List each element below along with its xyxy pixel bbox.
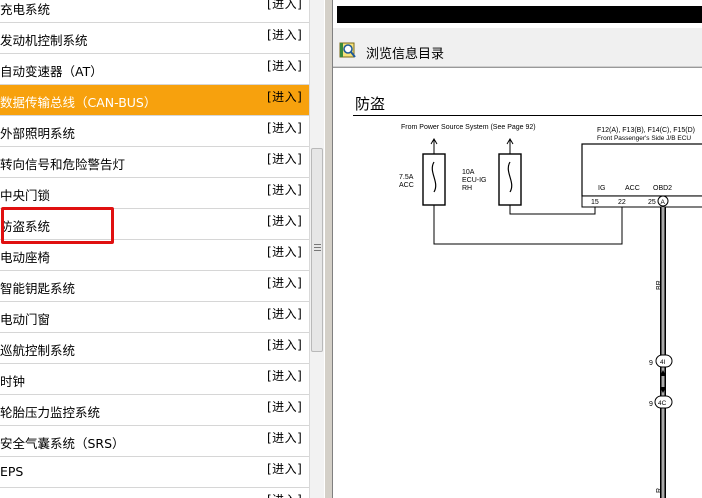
list-item-label: 外部照明系统 — [0, 126, 76, 141]
pin-obd2-label: OBD2 — [653, 185, 672, 192]
pane-splitter[interactable] — [324, 0, 333, 498]
connector-a-marker — [657, 195, 669, 207]
pin-acc-label: ACC — [625, 185, 640, 192]
enter-link[interactable]: [进入] — [267, 338, 303, 352]
connector-4i-marker — [655, 354, 673, 368]
title-divider — [353, 115, 702, 116]
list-item-label: 转向信号和危险警告灯 — [0, 157, 126, 172]
pin-ig-label: IG — [598, 185, 605, 192]
list-item-label: 中央门锁 — [0, 188, 51, 203]
scroll-grip-icon — [314, 244, 321, 253]
jb-connectors: F12(A), F13(B), F14(C), F15(D) — [597, 127, 695, 134]
list-item[interactable]: [进入] — [0, 488, 309, 498]
enter-link[interactable]: [进入] — [267, 369, 303, 383]
list-item-label: 防盗系统 — [0, 219, 51, 234]
pin-22: 22 — [618, 199, 626, 206]
list-item-label: 数据传输总线（CAN-BUS） — [0, 95, 157, 110]
pin-9-upper: 9 — [649, 360, 653, 367]
connector-a-label: A — [661, 199, 666, 206]
wire-color-r: R — [656, 488, 663, 493]
enter-link[interactable]: [进入] — [267, 214, 303, 228]
enter-link[interactable]: [进入] — [267, 121, 303, 135]
list-item[interactable]: 电动门窗 [进入] — [0, 302, 309, 333]
pin-15: 15 — [591, 199, 599, 206]
browse-catalog-button[interactable]: 浏览信息目录 — [366, 47, 445, 62]
fuse2-rating: 10A — [462, 169, 475, 176]
list-item-label: 发动机控制系统 — [0, 33, 88, 48]
list-item-label: 轮胎压力监控系统 — [0, 405, 101, 420]
jb-pin-strip — [581, 195, 702, 208]
viewer-toolbar: 浏览信息目录 — [333, 28, 702, 67]
wiring-diagram-page: 防盗 From Power Source System (See Page 92… — [333, 67, 702, 498]
jb-name: Front Passenger's Side J/B ECU — [597, 135, 691, 142]
wiring-diagram: From Power Source System (See Page 92) 7… — [399, 124, 702, 498]
wire-color-br: BR — [656, 280, 663, 290]
list-item[interactable]: 防盗系统 [进入] — [0, 209, 309, 240]
enter-link[interactable]: [进入] — [267, 0, 303, 11]
enter-link[interactable]: [进入] — [267, 183, 303, 197]
enter-link[interactable]: [进入] — [267, 276, 303, 290]
enter-link[interactable]: [进入] — [267, 90, 303, 104]
list-item-label: 电动座椅 — [0, 250, 51, 265]
connector-4c-label: 4C — [658, 400, 667, 407]
enter-link[interactable]: [进入] — [267, 462, 303, 476]
list-item[interactable]: 中央门锁 [进入] — [0, 178, 309, 209]
list-item-label: 巡航控制系统 — [0, 343, 76, 358]
list-item-label: 自动变速器（AT） — [0, 64, 103, 79]
connector-4c-marker — [654, 395, 673, 409]
list-item-label: 充电系统 — [0, 2, 51, 17]
list-item[interactable]: 电动座椅 [进入] — [0, 240, 309, 271]
list-item[interactable]: 时钟 [进入] — [0, 364, 309, 395]
list-item-label: 智能钥匙系统 — [0, 281, 76, 296]
list-item[interactable]: 转向信号和危险警告灯 [进入] — [0, 147, 309, 178]
fuse2-sub: RH — [462, 185, 472, 192]
enter-link[interactable]: [进入] — [267, 431, 303, 445]
page-title: 防盗 — [355, 95, 386, 113]
magnifier-book-icon[interactable] — [339, 41, 357, 59]
list-item[interactable]: 数据传输总线（CAN-BUS） [进入] — [0, 85, 309, 116]
pin-9-lower: 9 — [649, 401, 653, 408]
fuse-ecu-ig — [498, 138, 522, 206]
list-item[interactable]: 轮胎压力监控系统 [进入] — [0, 395, 309, 426]
list-item-label: 安全气囊系统（SRS） — [0, 436, 125, 451]
enter-link[interactable]: [进入] — [267, 491, 302, 498]
enter-link[interactable]: [进入] — [267, 400, 303, 414]
list-item[interactable]: 安全气囊系统（SRS） [进入] — [0, 426, 309, 457]
connector-arrow-up-icon — [660, 370, 666, 376]
list-item[interactable]: 巡航控制系统 [进入] — [0, 333, 309, 364]
document-viewer: 浏览信息目录 防盗 From Power Source System (See … — [333, 0, 702, 498]
fuse-acc — [422, 138, 446, 206]
enter-link[interactable]: [进入] — [267, 59, 303, 73]
source-note: From Power Source System (See Page 92) — [401, 124, 536, 131]
enter-link[interactable]: [进入] — [267, 152, 303, 166]
enter-link[interactable]: [进入] — [267, 307, 303, 321]
list-scrollbar[interactable] — [309, 0, 324, 498]
list-item-label: 时钟 — [0, 374, 26, 389]
fuse1-rating: 7.5A — [399, 174, 414, 181]
pin-25: 25 — [648, 199, 656, 206]
fuse1-name: ACC — [399, 182, 414, 189]
system-list-pane: 充电系统[进入]发动机控制系统[进入]自动变速器（AT）[进入]数据传输总线（C… — [0, 0, 309, 498]
annotation-highlight-box — [1, 207, 114, 244]
list-item[interactable]: 发动机控制系统 [进入] — [0, 23, 309, 54]
enter-link[interactable]: [进入] — [267, 245, 303, 259]
connector-arrow-down-icon — [660, 387, 666, 393]
list-item-label: EPS — [0, 464, 24, 479]
viewer-header-bar — [337, 6, 702, 23]
fuse-wires — [433, 205, 623, 245]
list-item[interactable]: 智能钥匙系统 [进入] — [0, 271, 309, 302]
connector-4i-label: 4I — [660, 359, 666, 366]
list-item[interactable]: 外部照明系统 [进入] — [0, 116, 309, 147]
list-item[interactable]: 自动变速器（AT） [进入] — [0, 54, 309, 85]
list-item-label: 电动门窗 — [0, 312, 51, 327]
enter-link[interactable]: [进入] — [267, 28, 303, 42]
list-item[interactable]: 充电系统 [进入] — [0, 0, 309, 23]
list-item[interactable]: EPS [进入] — [0, 457, 309, 488]
scrollbar-thumb[interactable] — [311, 148, 323, 352]
fuse2-name: ECU-IG — [462, 177, 487, 184]
